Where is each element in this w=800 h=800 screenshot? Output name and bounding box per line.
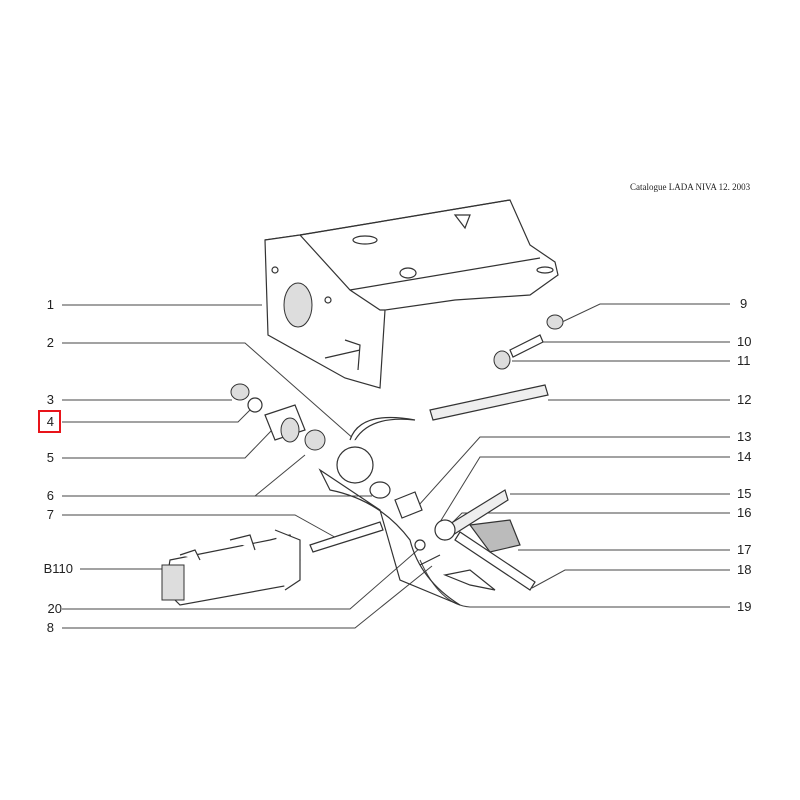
callout-9[interactable]: 9 xyxy=(740,296,748,311)
callout-15[interactable]: 15 xyxy=(737,486,752,501)
callout-13[interactable]: 13 xyxy=(737,429,752,444)
callout-7[interactable]: 7 xyxy=(46,507,54,522)
callout-8[interactable]: 8 xyxy=(46,620,54,635)
master-cylinder xyxy=(161,529,301,606)
callout-5[interactable]: 5 xyxy=(46,450,54,465)
callout-1[interactable]: 1 xyxy=(46,297,54,312)
callout-19[interactable]: 19 xyxy=(737,599,752,614)
callout-12[interactable]: 12 xyxy=(737,392,752,407)
callout-3[interactable]: 3 xyxy=(46,392,54,407)
callout-4-highlight xyxy=(38,410,61,433)
callout-4[interactable]: 4 xyxy=(46,414,54,429)
callout-6[interactable]: 6 xyxy=(46,488,54,503)
callout-11[interactable]: 11 xyxy=(737,353,751,368)
callout-16[interactable]: 16 xyxy=(737,505,752,520)
callout-10[interactable]: 10 xyxy=(737,334,752,349)
pedal-parts xyxy=(230,314,564,606)
callout-17[interactable]: 17 xyxy=(737,542,752,557)
callout-b110[interactable]: B110 xyxy=(43,561,73,576)
catalog-title: Catalogue LADA NIVA 12. 2003 xyxy=(630,182,751,192)
callout-14[interactable]: 14 xyxy=(737,449,752,464)
callout-20[interactable]: 20 xyxy=(47,601,62,616)
callout-2[interactable]: 2 xyxy=(46,335,54,350)
callout-18[interactable]: 18 xyxy=(737,562,752,577)
pedal-bracket xyxy=(264,199,559,389)
